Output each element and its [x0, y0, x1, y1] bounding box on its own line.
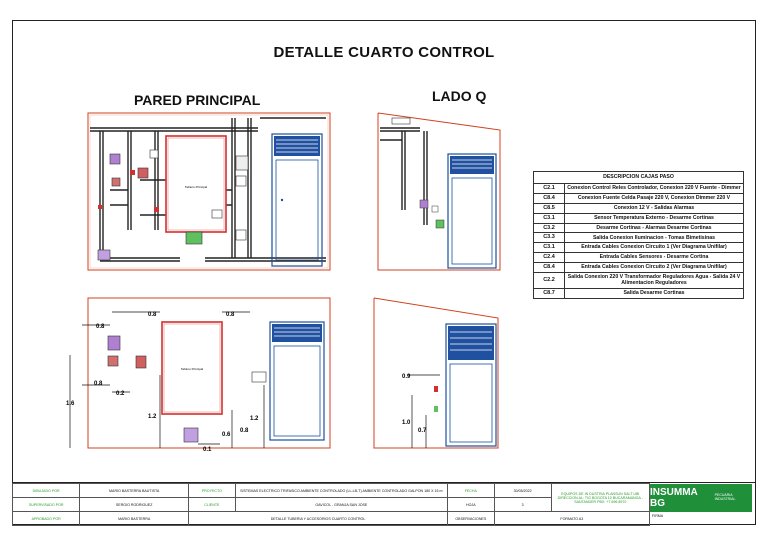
client-value: GAVICOL - GRANJA SAN JOSE	[234, 497, 449, 512]
company-address: EQUIPOS DE IN DUSTRIA PLANSUN SALT UBI D…	[550, 483, 651, 512]
page-title: DETALLE CUARTO CONTROL	[273, 44, 495, 61]
main-wall-dimension-view: Tablero Principal	[69, 297, 331, 449]
table-header: DESCRIPCION CAJAS PASO	[533, 171, 744, 184]
date-value: 30/05/2022	[493, 483, 552, 498]
dim-label: 0.9	[402, 374, 411, 380]
section-title-side-q: LADO Q	[432, 88, 487, 104]
drawing-description: DETALLE TUBERIA Y ACCESORIOS CUARTO CONT…	[188, 511, 448, 526]
supervised-by-label: SUPERVISADO POR	[11, 497, 81, 512]
dim-label: 0.8	[226, 312, 235, 318]
drawn-by-label: DIBUJADO POR	[11, 483, 81, 498]
sheet-label: HOJA	[447, 497, 495, 512]
dim-label: 1.2	[148, 414, 157, 420]
drawn-by-value: MARIO BASTERRA BAUTISTA	[79, 483, 190, 498]
approved-by-label: APROBADO POR	[11, 511, 81, 526]
dim-label: 1.2	[250, 416, 259, 422]
observations-label: OBSERVACIONES	[447, 511, 495, 526]
side-q-dimension-view	[373, 297, 499, 449]
dim-label: 0.8	[148, 312, 157, 318]
brand-logo: INSUMMA BG PECUARIA INDUSTRIAL	[650, 484, 752, 512]
dim-label: 0.6	[222, 432, 231, 438]
main-wall-conduit-view: Tablero Principal	[87, 112, 331, 271]
signature-label: FIRMA	[652, 514, 664, 518]
dim-label: 1.0	[402, 420, 411, 426]
dim-label: 0.8	[96, 324, 105, 330]
dim-label: 0.7	[418, 428, 427, 434]
supervised-by-value: SERGIO RODRIGUEZ	[79, 497, 190, 512]
date-label: FECHA	[447, 483, 495, 498]
dim-label: 0.1	[203, 447, 212, 453]
title-block: DIBUJADO POR MARIO BASTERRA BAUTISTA PRO…	[11, 482, 756, 526]
cabinet-label-top: Tablero Principal	[185, 185, 208, 189]
brand-name: INSUMMA BG	[650, 487, 698, 509]
client-label: CLIENTE	[188, 497, 236, 512]
cabinet-label-bottom: Tablero Principal	[181, 367, 204, 371]
side-q-conduit-view	[377, 112, 501, 271]
sheet-value: 3	[493, 497, 552, 512]
dim-label: 0.8	[240, 428, 249, 434]
dim-label: 1.6	[66, 401, 75, 407]
section-title-main-wall: PARED PRINCIPAL	[134, 92, 261, 108]
project-label: PROYECTO	[188, 483, 236, 498]
brand-tagline: PECUARIA INDUSTRIAL	[714, 493, 736, 501]
format-value: FORMATO A3	[493, 511, 651, 526]
dim-label: 0.8	[94, 381, 103, 387]
project-value: SISTEMAS ELECTRICO TRIFASICO AMBIENTE CO…	[234, 483, 449, 498]
dim-label: 0.2	[116, 391, 125, 397]
approved-by-value: MARIO BASTERRA	[79, 511, 190, 526]
